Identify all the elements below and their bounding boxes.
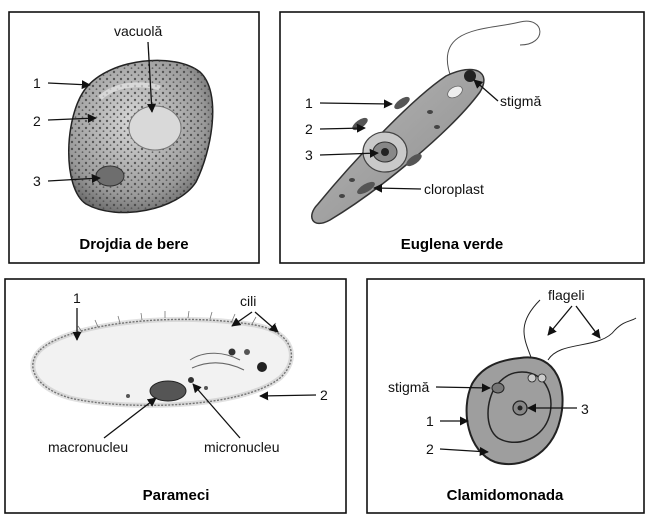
title-clamidomonada: Clamidomonada (447, 487, 564, 504)
panel-euglena-frame (280, 12, 644, 263)
label-clamidomonada-stigma: stigmă (388, 379, 429, 395)
label-euglena-stigma: stigmă (500, 93, 541, 109)
label-parameci-2: 2 (320, 387, 328, 403)
micronucleus (188, 377, 194, 383)
label-parameci-cili: cili (240, 293, 256, 309)
label-euglena-3: 3 (305, 147, 313, 163)
label-clamidomonada-2: 2 (426, 441, 434, 457)
label-drojdia-3: 3 (33, 173, 41, 189)
label-drojdia-1: 1 (33, 75, 41, 91)
panel-euglena: 1 2 3 stigmă cloroplast Euglena verde (280, 12, 644, 263)
title-parameci: Parameci (143, 487, 210, 504)
label-clamidomonada-1: 1 (426, 413, 434, 429)
label-drojdia-2: 2 (33, 113, 41, 129)
yeast-vacuole (129, 106, 181, 150)
label-euglena-1: 1 (305, 95, 313, 111)
title-drojdia: Drojdia de bere (79, 236, 188, 253)
yeast-nucleus (96, 166, 124, 186)
label-vacuola: vacuolă (114, 23, 162, 39)
panel-parameci: 1 cili 2 macronucleu micronucleu Paramec… (5, 279, 346, 513)
label-macronucleu: macronucleu (48, 439, 128, 455)
label-flageli: flageli (548, 287, 585, 303)
label-parameci-1: 1 (73, 290, 81, 306)
label-micronucleu: micronucleu (204, 439, 279, 455)
clamidomonada-stigma (492, 383, 504, 393)
label-euglena-cloroplast: cloroplast (424, 181, 484, 197)
panel-clamidomonada: flageli stigmă 3 1 2 Clamidomonada (367, 279, 644, 513)
title-euglena: Euglena verde (401, 236, 504, 253)
panel-drojdia: vacuolă 1 2 3 Drojdia de bere (9, 12, 259, 263)
label-euglena-2: 2 (305, 121, 313, 137)
label-clamidomonada-3: 3 (581, 401, 589, 417)
